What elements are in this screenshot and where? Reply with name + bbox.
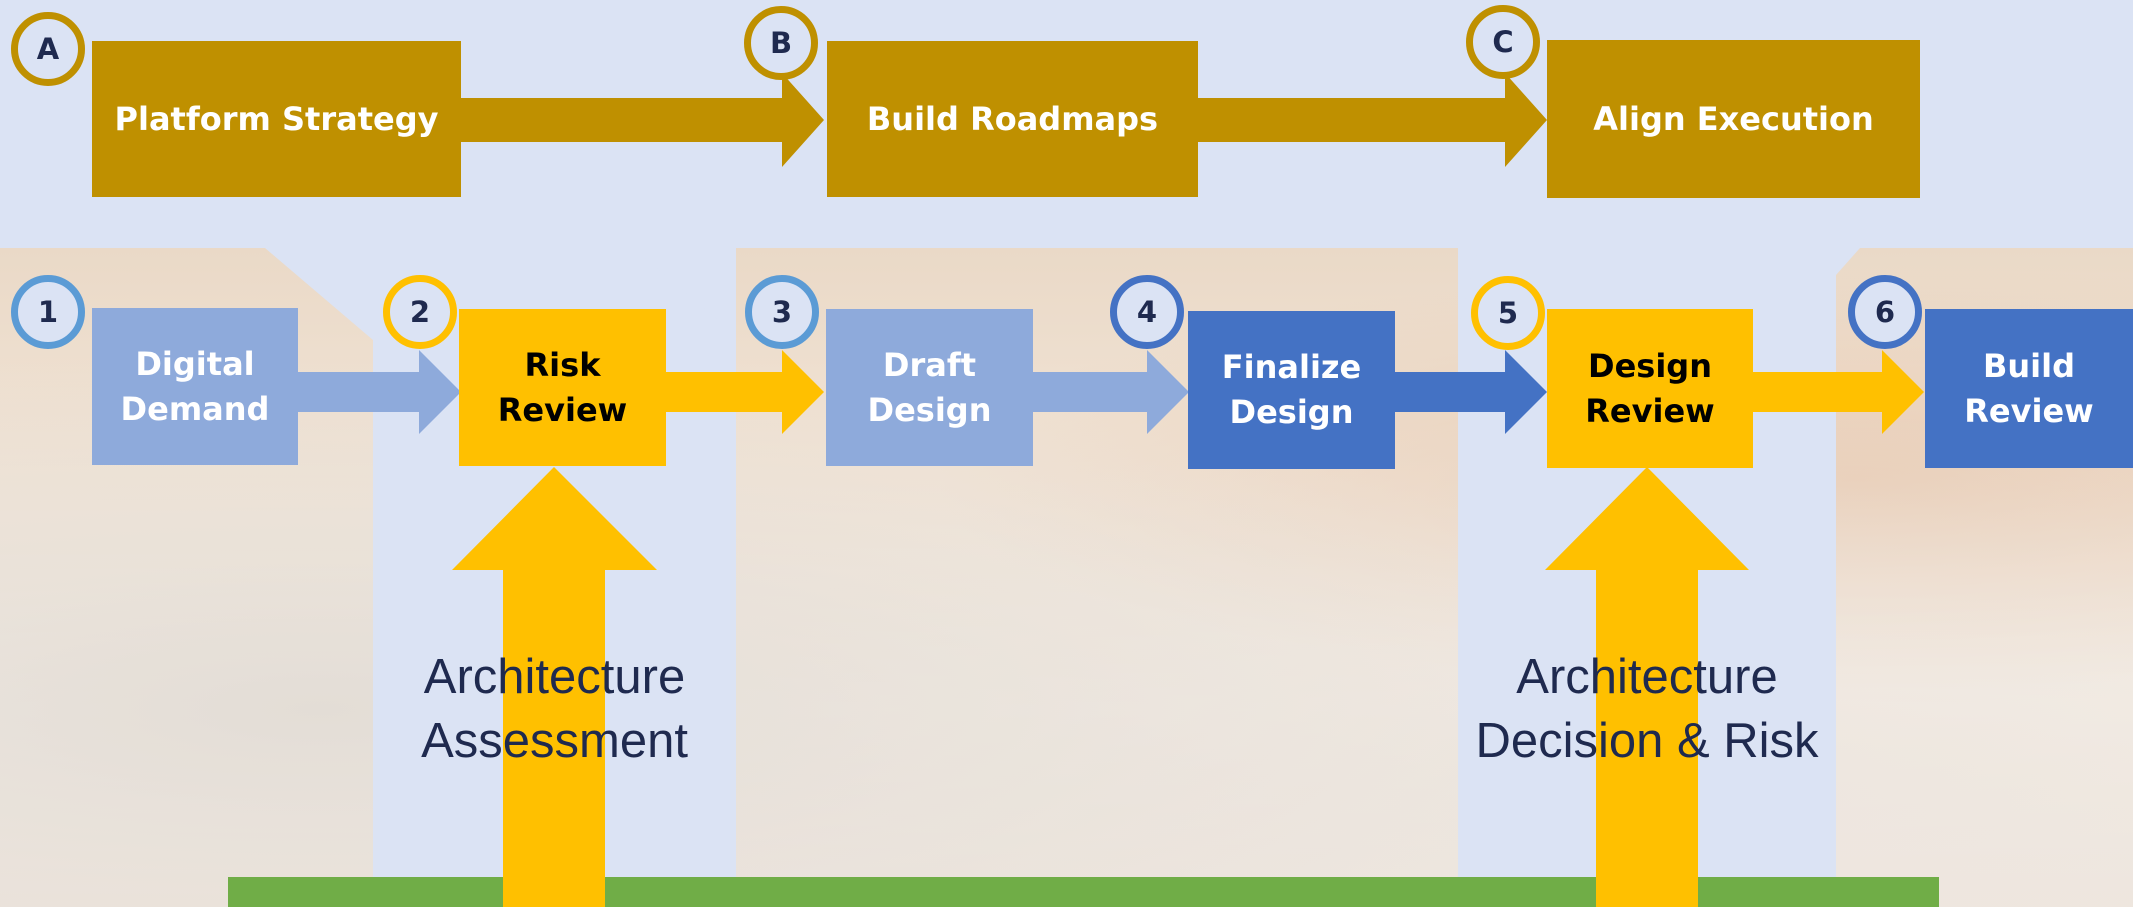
step-marker-2: 2 xyxy=(383,275,457,349)
step-marker-4: 4 xyxy=(1110,275,1184,349)
step-marker-6: 6 xyxy=(1848,275,1922,349)
arrow-b-to-c xyxy=(1198,73,1547,167)
phase-marker-c: C xyxy=(1466,5,1540,79)
input-label-architecture-assessment: Architecture Assessment xyxy=(421,650,688,768)
step-marker-1: 1 xyxy=(11,275,85,349)
up-arrow-decision xyxy=(1545,467,1749,907)
phase-box-align-execution: Align Execution xyxy=(1547,40,1920,198)
up-arrow-assessment xyxy=(452,467,657,907)
step-box-digital-demand: Digital Demand xyxy=(92,308,298,465)
phase-marker-a: A xyxy=(11,12,85,86)
arrow-a-to-b xyxy=(461,73,824,167)
step-box-draft-design: Draft Design xyxy=(826,309,1033,466)
phase-box-platform-strategy: Platform Strategy xyxy=(92,41,461,197)
step-marker-5: 5 xyxy=(1471,276,1545,350)
phase-marker-b: B xyxy=(744,6,818,80)
step-marker-3: 3 xyxy=(745,275,819,349)
input-label-architecture-decision-risk: Architecture Decision & Risk xyxy=(1475,650,1819,768)
arrow-4-to-5 xyxy=(1395,350,1547,434)
arrow-3-to-4 xyxy=(1033,350,1189,434)
arrow-2-to-3 xyxy=(666,350,824,434)
step-box-finalize-design: Finalize Design xyxy=(1188,311,1395,469)
arrow-1-to-2 xyxy=(298,350,461,434)
step-box-design-review: Design Review xyxy=(1547,309,1753,468)
phase-box-build-roadmaps: Build Roadmaps xyxy=(827,41,1198,197)
step-box-build-review: Build Review xyxy=(1925,309,2133,468)
step-box-risk-review: Risk Review xyxy=(459,309,666,466)
arrow-5-to-6 xyxy=(1753,350,1924,434)
